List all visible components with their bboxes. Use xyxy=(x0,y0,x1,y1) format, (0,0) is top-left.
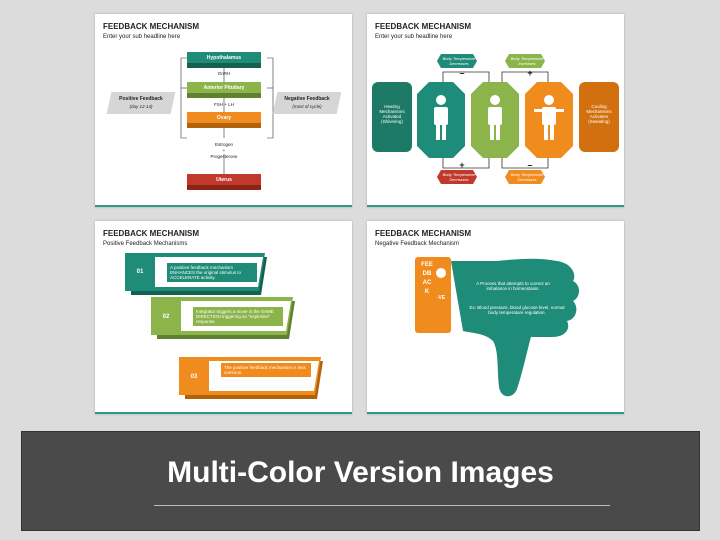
connector-lines xyxy=(180,57,274,174)
heating-pill xyxy=(372,82,412,152)
hypothalamus-box-shadow xyxy=(187,63,261,68)
ovary-box-shadow xyxy=(187,123,261,128)
label-top-right xyxy=(505,54,545,68)
plus-label: + xyxy=(222,148,226,153)
pituitary-box-shadow xyxy=(187,93,261,98)
thumb-text-2: Ex: Blood pressure, blood glucose level,… xyxy=(469,305,565,315)
negative-feedback-sub: (most of cycle) xyxy=(292,104,322,109)
positive-feedback-sub: (day 12-14) xyxy=(129,104,153,109)
estrogen-label: Estrogen xyxy=(214,142,233,147)
feedback-tag-text: FEEDBACK xyxy=(421,262,433,295)
positive-feedback-title: Positive Feedback xyxy=(119,96,163,102)
plus-sign-bottom: + xyxy=(459,160,465,170)
step-03-text: The positive feedback mechanism is less … xyxy=(221,363,311,377)
heating-mechanism-text: Heating Mechanisms Activated (Shivering) xyxy=(379,104,405,124)
plus-sign-top: + xyxy=(527,68,533,78)
caption-banner: Multi-Color Version Images xyxy=(21,431,700,531)
uterus-box-shadow xyxy=(187,185,261,190)
banner-title: Multi-Color Version Images xyxy=(167,456,554,489)
slide-title: FEEDBACK MECHANISM xyxy=(103,229,199,238)
negative-feedback-title: Negative Feedback xyxy=(284,96,330,102)
slide-thumbnail-hormone-feedback[interactable]: FEEDBACK MECHANISM Enter your sub headli… xyxy=(95,14,352,207)
step-02-text: Integrator triggers a move in the SAME D… xyxy=(193,307,283,326)
thumb-text-1: A Process that attempts to correct an im… xyxy=(476,281,550,291)
label-bottom-right-text: Body Temperature Decreases xyxy=(510,172,544,182)
step-03-note: Examples: Blood clotting, Childbirth (ox… xyxy=(221,379,303,384)
banner-underline xyxy=(154,505,610,506)
fsh-lh-label: FSH + LH xyxy=(214,102,234,107)
hypothalamus-box: Hypothalamus xyxy=(187,52,261,63)
label-top-left xyxy=(437,54,477,68)
ovary-box: Ovary xyxy=(187,112,261,123)
thumbs-down-icon xyxy=(415,257,579,397)
slide-subtitle: Positive Feedback Mechanisms xyxy=(103,241,188,247)
cooling-mechanism-text: Cooling Mechanisms Activates (Sweating) xyxy=(586,104,612,124)
step-01-text: A positive feedback mechanism ENHANCES t… xyxy=(167,263,257,282)
step-03-number: 03 xyxy=(190,374,198,380)
uterus-box: Uterus xyxy=(187,174,261,185)
slide-thumbnail-body-temperature[interactable]: FEEDBACK MECHANISM Enter your sub headli… xyxy=(367,14,624,207)
slide-subtitle: Enter your sub headline here xyxy=(375,34,453,40)
step-02-number: 02 xyxy=(162,314,170,320)
minus-sign-bottom: – xyxy=(527,160,533,170)
label-top-right-text: Body Temperature Increases xyxy=(510,56,544,66)
slide-thumbnail-negative-feedback[interactable]: FEEDBACK MECHANISM Negative Feedback Mec… xyxy=(367,221,624,414)
slide-title: FEEDBACK MECHANISM xyxy=(375,229,471,238)
slide-subtitle: Enter your sub headline here xyxy=(103,34,181,40)
pituitary-box: Anterior Pituitary xyxy=(187,82,261,93)
minus-sign-top: – xyxy=(459,68,465,78)
slide-thumbnail-positive-feedback[interactable]: FEEDBACK MECHANISM Positive Feedback Mec… xyxy=(95,221,352,414)
slide-subtitle: Negative Feedback Mechanism xyxy=(375,241,460,247)
feedback-tag-suffix: -VE xyxy=(436,295,446,301)
label-bottom-left xyxy=(437,170,477,184)
gnrh-label: GnRH xyxy=(217,71,231,76)
temperature-cycle-art xyxy=(372,54,619,184)
slide-title: FEEDBACK MECHANISM xyxy=(375,22,471,31)
label-bottom-left-text: Body Temperature Decreases xyxy=(442,172,476,182)
slide-title: FEEDBACK MECHANISM xyxy=(103,22,199,31)
progesterone-label: Progesterone xyxy=(210,154,238,159)
label-top-left-text: Body Temperature Decreases xyxy=(442,56,476,66)
step-01-number: 01 xyxy=(136,269,144,275)
cooling-pill xyxy=(579,82,619,152)
label-bottom-right xyxy=(505,170,545,184)
